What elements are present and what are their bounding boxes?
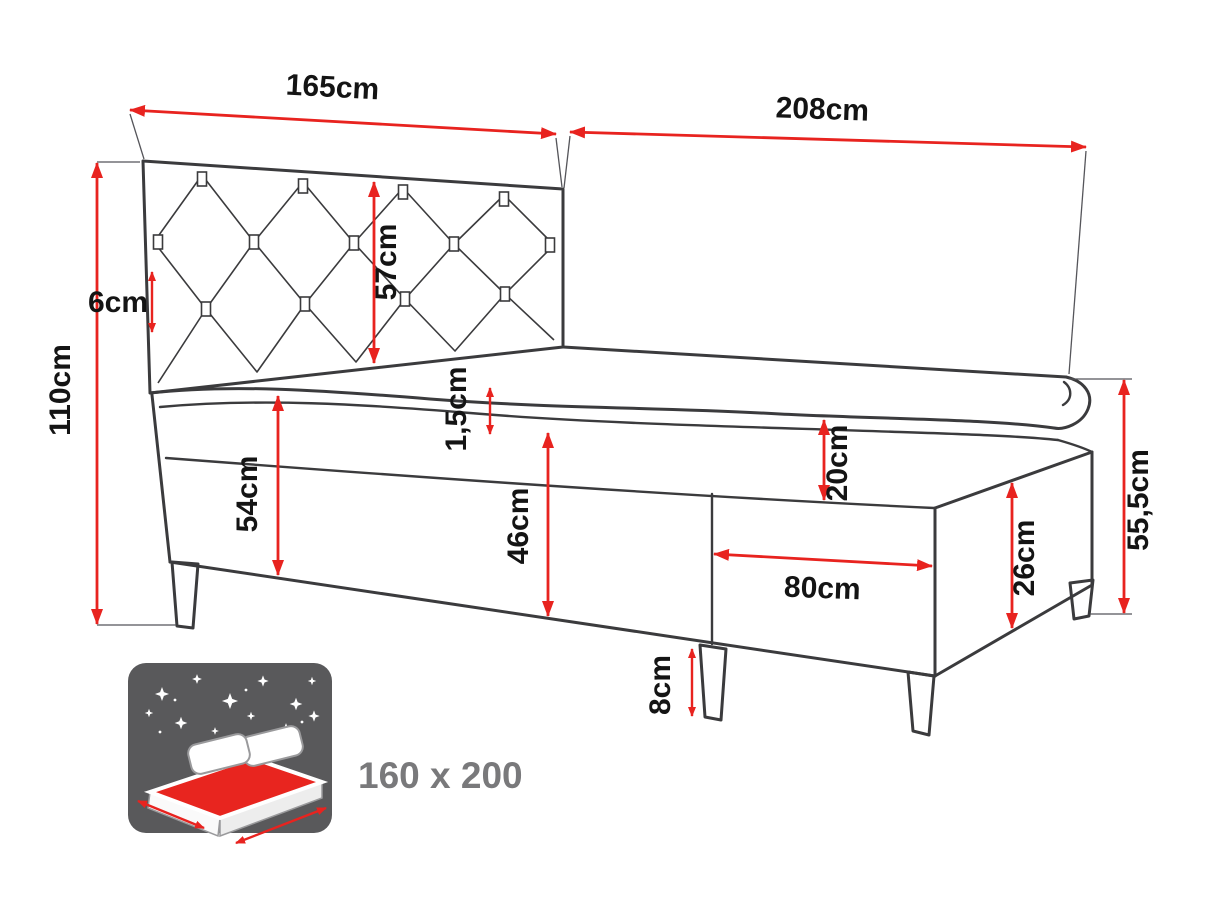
pillow-icon: [187, 733, 251, 775]
dim-headboard-width: 165cm: [129, 69, 563, 188]
dim-label-mattress-height: 20cm: [821, 425, 854, 502]
headboard-tufting-pattern: [152, 171, 556, 384]
dim-label-headboard-depth: 6cm: [88, 286, 148, 319]
dim-label-storage-length: 80cm: [783, 571, 861, 607]
mattress-foot-seam: [1056, 438, 1094, 454]
dim-foot-box-height: 26cm: [1006, 482, 1041, 629]
dim-label-topper-height: 1,5cm: [440, 366, 473, 451]
bed-leg: [698, 643, 728, 722]
mattress-front-edge: [148, 387, 1056, 430]
bed-leg: [170, 560, 200, 630]
mattress-end-curl: [1052, 375, 1092, 430]
dim-foot-height: 55,5cm: [1069, 378, 1155, 615]
bed-pictogram: [137, 725, 329, 845]
dim-side-height: 54cm: [231, 395, 284, 576]
dim-label-foot-box-height: 26cm: [1008, 520, 1041, 597]
base-box: [150, 393, 1094, 678]
dim-label-foot-height: 55,5cm: [1122, 449, 1155, 551]
tufting-buttons: [152, 171, 556, 317]
dim-label-side-height: 54cm: [231, 456, 264, 533]
foot-face-top-edge: [933, 450, 1094, 510]
foot-face-bottom-edge: [933, 583, 1094, 678]
dim-mattress-height: 20cm: [818, 419, 854, 502]
dim-total-length: 208cm: [563, 91, 1087, 375]
mattress-far-edge: [561, 345, 1068, 379]
dimensions: 165cm 208cm 110cm 6cm 57cm 1,5cm: [44, 69, 1155, 717]
base-left-edge: [150, 393, 172, 564]
bed-leg: [906, 670, 936, 737]
size-badge-label: 160 x 200: [358, 755, 523, 796]
size-badge: 160 x 200: [128, 663, 523, 845]
base-front-bottom-edge: [168, 560, 937, 678]
dim-topper-height: 1,5cm: [440, 366, 494, 452]
dim-total-height: 110cm: [44, 161, 176, 626]
dim-label-total-length: 208cm: [775, 91, 870, 127]
mattress-curl-detail: [1061, 380, 1072, 407]
dim-leg-height: 8cm: [644, 648, 696, 717]
stars-decoration: [144, 674, 320, 735]
mattress: [148, 345, 1094, 510]
width-arrow-icon: [137, 799, 205, 830]
dim-headboard-depth: 6cm: [88, 271, 156, 333]
bed-drawing: [141, 159, 1095, 737]
legs: [170, 560, 1095, 737]
dim-headboard-height: 57cm: [368, 181, 403, 364]
dim-label-base-height: 46cm: [502, 488, 535, 565]
topper-seam: [158, 401, 1060, 442]
dim-label-headboard-height: 57cm: [370, 224, 403, 301]
dim-storage-length: 80cm: [713, 548, 933, 607]
dim-label-headboard-width: 165cm: [285, 69, 380, 107]
headboard: [141, 159, 565, 395]
dim-label-leg-height: 8cm: [644, 655, 677, 715]
dim-label-total-height: 110cm: [44, 344, 77, 436]
mattress-bottom-seam: [164, 456, 936, 510]
length-arrow-icon: [235, 806, 327, 845]
dim-base-height: 46cm: [502, 432, 554, 617]
bed-leg: [1068, 578, 1095, 621]
